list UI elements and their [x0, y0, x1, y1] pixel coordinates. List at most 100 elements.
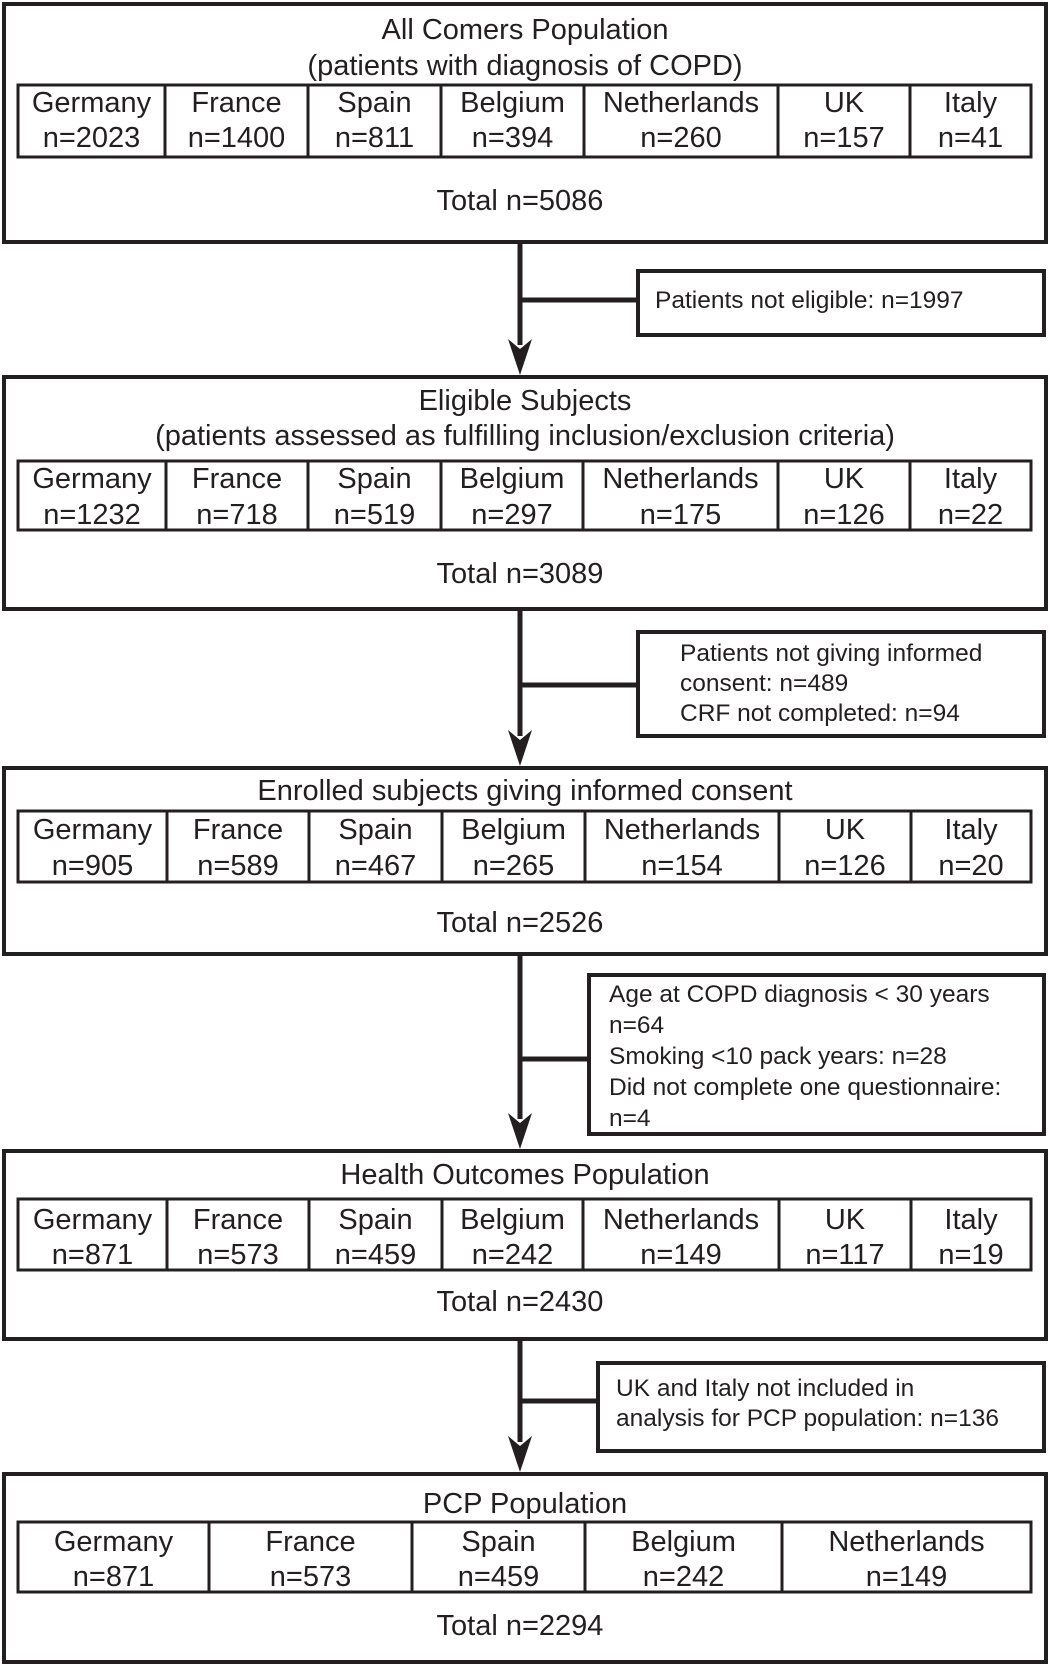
country-name: Netherlands [603, 1204, 759, 1236]
flow-arrow-4 [508, 1341, 532, 1472]
country-count: n=811 [335, 122, 414, 154]
stage-box-3: Enrolled subjects giving informed consen… [2, 766, 1048, 956]
country-cell-uk: UKn=117 [805, 1204, 884, 1271]
country-name: France [191, 87, 281, 119]
country-count: n=871 [52, 1239, 133, 1271]
country-count: n=519 [334, 499, 415, 531]
country-count: n=126 [803, 499, 884, 531]
country-count: n=19 [938, 1239, 1003, 1271]
country-count: n=260 [640, 122, 721, 154]
stage-box-4: Health Outcomes PopulationGermanyn=871Fr… [2, 1149, 1048, 1341]
stage-total: Total n=2526 [437, 907, 604, 939]
country-count: n=149 [866, 1561, 947, 1593]
country-count: n=589 [197, 850, 278, 882]
country-count: n=467 [335, 850, 416, 882]
country-count: n=2023 [43, 122, 141, 154]
country-name: Spain [337, 87, 411, 119]
stage-box-2: Eligible Subjects(patients assessed as f… [2, 375, 1048, 611]
country-name: Belgium [460, 463, 565, 495]
country-name: Italy [944, 1204, 998, 1236]
country-name: Spain [337, 463, 411, 495]
country-count: n=265 [473, 850, 554, 882]
country-cell-spain: Spain n=519 [334, 463, 415, 531]
country-table [16, 459, 1033, 532]
country-name: France [265, 1526, 355, 1558]
country-count: n=22 [938, 499, 1003, 531]
flow-arrow-3 [508, 956, 532, 1149]
country-table [16, 809, 1033, 884]
stage-box-1: All Comers Population(patients with diag… [2, 2, 1048, 244]
arrowhead [508, 1113, 532, 1149]
country-name: UK [825, 1204, 866, 1236]
stage-total: Total n=5086 [437, 185, 604, 217]
exclusion-text-line: UK and Italy not included in [616, 1375, 914, 1402]
flow-arrow-2 [508, 611, 532, 766]
stage-total: Total n=2294 [437, 1610, 604, 1642]
country-count: n=297 [471, 499, 552, 531]
country-name: Spain [338, 1204, 412, 1236]
country-name: Germany [33, 814, 153, 846]
exclusion-box-4: UK and Italy not included in analysis for… [520, 1361, 1046, 1453]
country-name: Netherlands [604, 814, 760, 846]
country-cell-uk: UK n=126 [803, 463, 884, 531]
arrowhead [508, 1436, 532, 1472]
exclusion-border [596, 1361, 1046, 1453]
country-name: Netherlands [828, 1526, 984, 1558]
country-name: Belgium [460, 1204, 565, 1236]
country-name: Belgium [460, 87, 565, 119]
stage-title-line: Enrolled subjects giving informed consen… [257, 775, 792, 807]
country-count: n=459 [335, 1239, 416, 1271]
exclusion-text-line: Smoking <10 pack years: n=28 [609, 1043, 947, 1070]
flow-arrow-1 [508, 244, 532, 375]
country-cell-france: France n=589 [193, 814, 283, 882]
country-count: n=573 [270, 1561, 351, 1593]
country-cell-uk: UKn=126 [804, 814, 885, 882]
country-count: n=117 [805, 1239, 884, 1271]
country-name: Belgium [631, 1526, 736, 1558]
exclusion-border [636, 630, 1046, 738]
exclusion-text-line: Patients not eligible: n=1997 [655, 287, 964, 314]
country-count: n=1232 [43, 499, 141, 531]
stage-border [2, 1149, 1048, 1341]
country-count: n=154 [641, 850, 722, 882]
exclusion-text-line: n=64 [609, 1012, 664, 1039]
stage-border [2, 375, 1048, 611]
arrowhead [508, 730, 532, 766]
country-count: n=242 [643, 1561, 724, 1593]
country-cell-netherlands: Netherlands n=154 [604, 814, 760, 882]
arrowhead [508, 339, 532, 375]
stage-total: Total n=2430 [437, 1286, 604, 1318]
country-name: France [193, 814, 283, 846]
country-name: UK [824, 463, 865, 495]
stage-box-5: PCP PopulationGermanyn=871Francen=573Spa… [2, 1472, 1048, 1664]
country-name: Netherlands [602, 463, 758, 495]
country-cell-italy: Italy n=22 [938, 463, 1003, 531]
country-name: UK [824, 87, 865, 119]
country-count: n=573 [197, 1239, 278, 1271]
stage-title-line: Eligible Subjects [419, 385, 632, 417]
stage-title-line: All Comers Population [382, 14, 669, 46]
country-name: Germany [32, 87, 152, 119]
country-name: Italy [944, 814, 998, 846]
exclusion-text-line: analysis for PCP population: n=136 [616, 1405, 999, 1432]
country-name: Italy [944, 463, 998, 495]
stage-border [2, 1472, 1048, 1664]
